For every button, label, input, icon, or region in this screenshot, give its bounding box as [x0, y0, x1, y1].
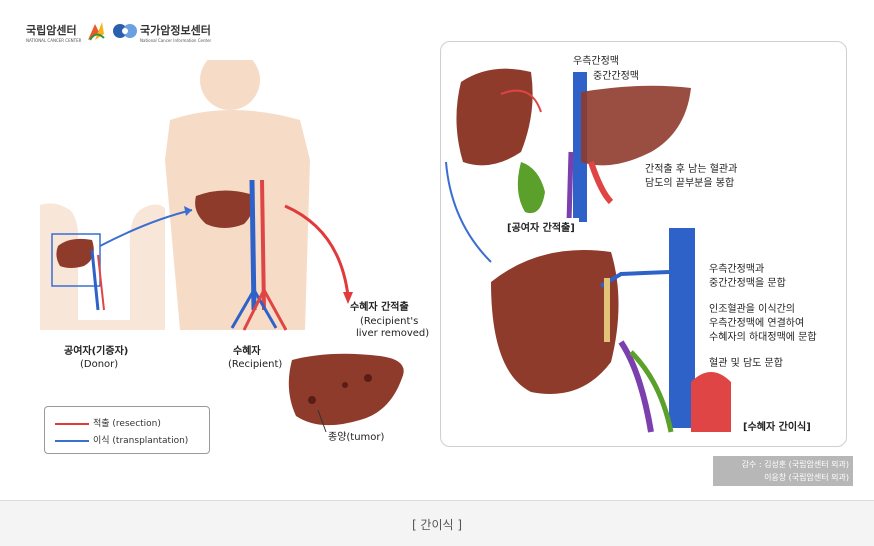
credit-line-1: 감수 : 김성훈 (국립암센터 외과) — [741, 460, 849, 469]
note-graft-3: 수혜자의 하대정맥에 문합 — [709, 332, 817, 343]
legend-resection: 적출 (resection) — [55, 416, 161, 429]
aorta — [691, 372, 731, 432]
removed-liver — [288, 353, 404, 433]
transplant-arrow-icon — [55, 439, 89, 442]
note-vessel-duct: 혈관 및 담도 문합 — [709, 358, 783, 369]
credit-box: 감수 : 김성훈 (국립암센터 외과) 이응창 (국립암센터 외과) — [713, 456, 853, 486]
donor-label: 공여자(기증자) — [64, 346, 129, 357]
tumor-label: 종양(tumor) — [328, 432, 385, 443]
detail-panel: 우측간정맥 중간간정맥 간적출 후 남는 혈관과 담도의 끝부분을 봉합 [공여… — [440, 41, 847, 447]
transplant-arrow — [99, 209, 193, 247]
nci-logo-subtext: National Cancer Information Center — [140, 38, 212, 43]
vena-cava-bottom — [669, 228, 695, 428]
donor-right-lobe — [456, 68, 533, 166]
note-graft-1: 인조혈관을 이식간의 — [709, 304, 795, 315]
recipient-removal-en-2: liver removed) — [356, 328, 430, 339]
recipient-body — [165, 60, 310, 331]
credit-line-2: 이응창 (국립암센터 외과) — [764, 473, 849, 482]
ncc-logo-text: 국립암센터 — [26, 24, 77, 37]
figure-caption: [ 간이식 ] — [411, 518, 463, 532]
note-graft-2: 우측간정맥에 연결하여 — [709, 318, 805, 329]
ncc-logo-subtext: NATIONAL CANCER CENTER — [26, 38, 82, 43]
panel-transplant-arrow — [445, 161, 492, 263]
legend-transplant-label: 이식 (transplantation) — [93, 436, 189, 446]
graft-liver — [491, 250, 619, 394]
resection-arrow — [284, 204, 350, 297]
note-anastomosis-2: 중간간정맥을 문합 — [709, 278, 786, 289]
left-illustration — [40, 60, 404, 433]
recipient-label: 수혜자 — [233, 346, 261, 357]
donor-resection-title: [공여자 간적출] — [503, 218, 579, 235]
ncc-logo-icon — [88, 22, 105, 41]
nci-logo-icon — [113, 24, 137, 38]
recipient-removal-title: 수혜자 간적출 — [350, 302, 409, 313]
legend-transplantation: 이식 (transplantation) — [55, 433, 188, 446]
liver-transplant-figure: 국립암센터 NATIONAL CANCER CENTER 국가암정보센터 Nat… — [0, 0, 874, 501]
donor-en-label: (Donor) — [80, 359, 119, 370]
legend: 적출 (resection) 이식 (transplantation) — [44, 406, 210, 454]
note-anastomosis-1: 우측간정맥과 — [709, 264, 765, 275]
nci-logo-text: 국가암정보센터 — [140, 24, 211, 37]
gallbladder — [517, 162, 545, 214]
donor-body — [40, 203, 165, 330]
label-middle-hepatic-vein: 중간간정맥 — [593, 71, 639, 82]
recipient-transplant-title: [수혜자 간이식] — [739, 417, 815, 434]
recipient-en-label: (Recipient) — [228, 359, 283, 370]
panel-illustration — [445, 68, 731, 433]
note-suture-2: 담도의 끝부분을 봉합 — [645, 178, 735, 189]
resection-arrow-icon — [55, 422, 89, 425]
legend-resection-label: 적출 (resection) — [93, 419, 161, 429]
label-right-hepatic-vein: 우측간정맥 — [573, 56, 619, 67]
note-suture-1: 간적출 후 남는 혈관과 — [645, 164, 738, 175]
donor-left-lobe — [581, 85, 691, 166]
recipient-removal-en-1: (Recipient's — [360, 316, 419, 327]
